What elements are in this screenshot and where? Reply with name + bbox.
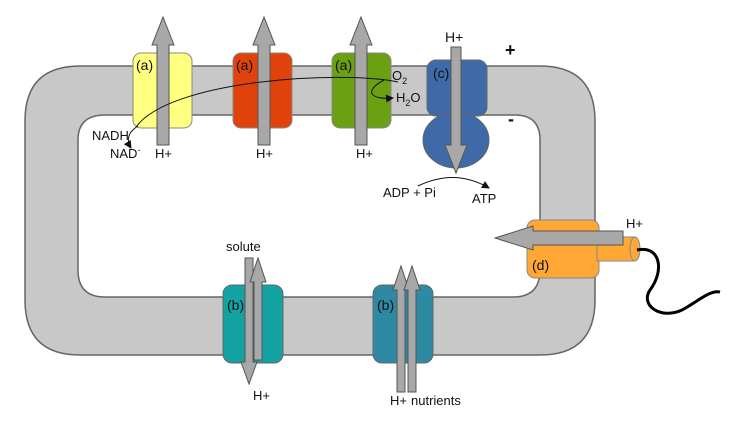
symporter-b2-ion: H+ [390, 393, 407, 408]
symporter-b1: (b) solute H+ [222, 239, 284, 403]
pump-a3-label: (a) [335, 57, 352, 73]
proton-pump-a2: (a) H+ [232, 15, 293, 161]
electron-flow-path [135, 76, 399, 128]
flagellar-motor-proton-arrow [493, 225, 624, 251]
pump-a1-label: (a) [136, 57, 153, 73]
symporter-b2-label: (b) [377, 297, 394, 313]
positive-side-sign: + [505, 40, 516, 60]
atp-synthase-label: (c) [433, 65, 449, 81]
flagellar-motor-d: H+ (d) [493, 216, 721, 315]
nadh-label: NADH [92, 128, 129, 143]
symporter-b1-ion: H+ [253, 388, 270, 403]
oxygen-reduction-arrow [371, 79, 394, 103]
pump-a1-ion: H+ [155, 146, 172, 161]
pump-a3-proton-arrow [349, 15, 373, 146]
atp-label: ATP [472, 191, 496, 206]
negative-side-sign: - [508, 109, 514, 129]
pump-a3-ion: H+ [356, 146, 373, 161]
cell-membrane [24, 65, 596, 356]
pump-a2-label: (a) [236, 57, 253, 73]
symporter-b2-cargo: nutrients [411, 393, 461, 408]
atp-synthase-ion: H+ [445, 29, 463, 45]
nadh-oxidation-arrow [123, 125, 139, 149]
proton-pump-a3: (a) H+ [331, 15, 392, 161]
adp-pi-label: ADP + Pi [383, 185, 436, 200]
pump-a2-proton-arrow [252, 15, 276, 146]
atp-synthase-proton-arrow [444, 46, 468, 175]
oxygen-label: O2 [392, 68, 407, 86]
symporter-b1-cargo: solute [226, 239, 261, 254]
nad-label: NAD- [110, 145, 140, 161]
atp-synthase-c: (c) H+ [422, 29, 490, 175]
pump-a1-proton-arrow [151, 15, 175, 146]
symporter-b1-label: (b) [227, 297, 244, 313]
water-label: H2O [396, 90, 421, 108]
atp-synthesis-arrow [417, 177, 490, 189]
pump-a2-ion: H+ [256, 146, 273, 161]
flagellar-motor-label: (d) [532, 257, 549, 273]
symporter-b1-up-arrow [249, 256, 267, 361]
flagellum [636, 247, 721, 315]
proton-pump-a1: (a) H+ [132, 15, 193, 161]
flagellar-motor-ion: H+ [626, 216, 643, 231]
symporter-b2-up-arrow-2 [403, 264, 421, 393]
symporter-b2-up-arrow-1 [392, 264, 410, 393]
symporter-b2: (b) H+ nutrients [372, 264, 461, 408]
